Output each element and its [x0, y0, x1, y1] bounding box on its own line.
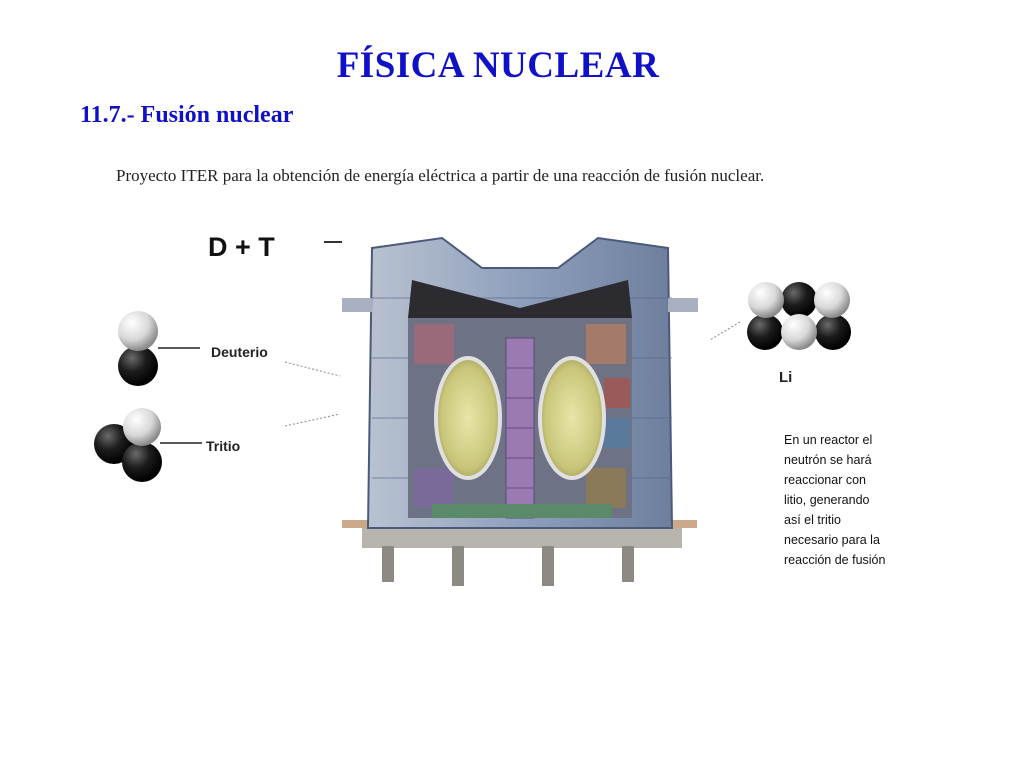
note-line: En un reactor el: [784, 433, 873, 447]
plasma-chamber-left: [434, 356, 502, 480]
note-line: neutrón se hará: [784, 453, 872, 467]
equation-dash: [324, 241, 342, 243]
lithium-dotted-line: [709, 321, 741, 341]
section-heading: 11.7.- Fusión nuclear: [80, 102, 294, 128]
note-line: litio, generando: [784, 493, 870, 507]
neutron-sphere: [118, 346, 158, 386]
note-line: necesario para la: [784, 533, 880, 547]
proton-sphere: [123, 408, 161, 446]
slide-title: FÍSICA NUCLEAR: [336, 45, 660, 86]
support-structure: [342, 520, 697, 586]
neutron-sphere: [122, 442, 162, 482]
plasma-chamber-right: [538, 356, 606, 480]
figure-caption: Proyecto ITER para la obtención de energ…: [116, 166, 765, 185]
neutron-sphere: [747, 314, 783, 350]
deuterium-dotted-line: [284, 361, 341, 377]
note-line: reaccionar con: [784, 473, 866, 487]
proton-sphere: [748, 282, 784, 318]
proton-sphere: [781, 314, 817, 350]
note-line: reacción de fusión: [784, 553, 886, 567]
upper-port-cavity: [408, 280, 632, 318]
proton-sphere: [118, 311, 158, 351]
deuterium-label: Deuterio: [211, 344, 268, 360]
neutron-sphere: [781, 282, 817, 318]
right-port-pipe: [668, 298, 698, 312]
lithium-label: Li: [779, 369, 793, 386]
magnet-coils: [414, 324, 630, 508]
iter-reactor-illustration: [342, 236, 698, 586]
neutron-sphere: [815, 314, 851, 350]
tritium-dotted-line: [284, 413, 341, 427]
divertor: [432, 504, 612, 518]
reaction-equation: D + T: [208, 232, 275, 262]
proton-sphere: [814, 282, 850, 318]
tritium-nucleus: [94, 408, 162, 482]
lithium-note: En un reactor el neutrón se hará reaccio…: [784, 430, 914, 570]
left-port-pipe: [342, 298, 372, 312]
tritium-label: Tritio: [206, 438, 241, 454]
lithium-nucleus: [747, 282, 851, 350]
note-line: así el tritio: [784, 513, 841, 527]
deuterium-nucleus: [118, 311, 158, 386]
